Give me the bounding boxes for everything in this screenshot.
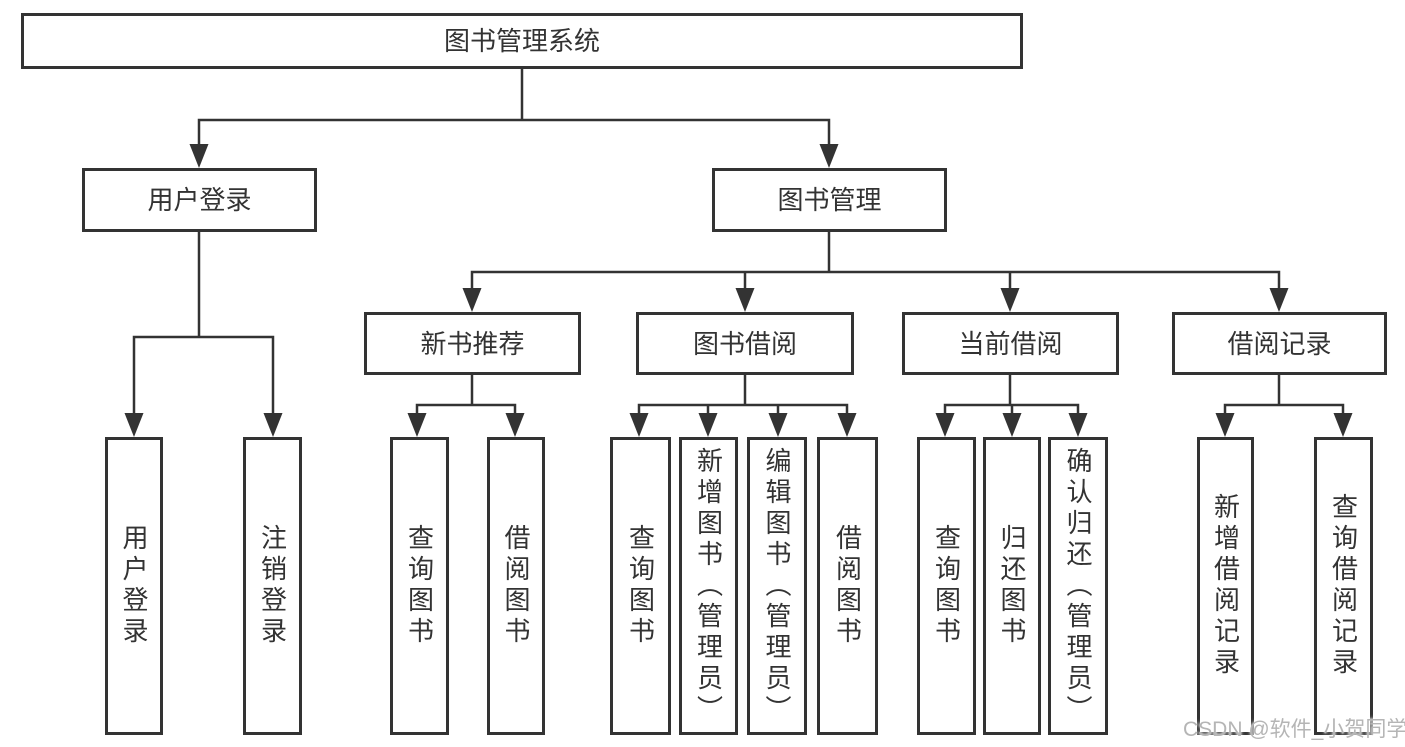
connector-user-login-to-leaves	[132, 228, 275, 427]
leaf-borrow-add-book: 新增图书（管理员）	[679, 437, 738, 735]
arrowhead-icon	[1333, 413, 1353, 437]
leaf-user-login-label: 用户登录	[119, 524, 149, 648]
leaf-borrow-edit-book: 编辑图书（管理员）	[747, 437, 807, 735]
node-borrow-records-label: 借阅记录	[1227, 328, 1332, 359]
leaf-new-books-borrow-label: 借阅图书	[501, 524, 531, 648]
leaf-new-books-borrow: 借阅图书	[487, 437, 545, 735]
leaf-logout: 注销登录	[243, 437, 302, 735]
arrowhead-icon	[735, 288, 755, 312]
arrowhead-icon	[698, 413, 718, 437]
arrowhead-icon	[1068, 413, 1088, 437]
arrowhead-icon	[768, 413, 788, 437]
arrowhead-icon	[462, 288, 482, 312]
node-user-login: 用户登录	[82, 168, 317, 232]
arrowhead-icon	[935, 413, 955, 437]
leaf-current-query: 查询图书	[917, 437, 976, 735]
leaf-borrow-book: 借阅图书	[817, 437, 878, 735]
leaf-logout-label: 注销登录	[257, 524, 288, 648]
leaf-current-query-label: 查询图书	[931, 524, 962, 648]
arrowhead-icon	[1000, 288, 1020, 312]
node-current-borrow-label: 当前借阅	[958, 328, 1063, 359]
arrowheads	[124, 144, 1353, 437]
leaf-borrow-book-label: 借阅图书	[832, 524, 863, 648]
leaf-borrow-add-book-label: 新增图书（管理员）	[693, 446, 724, 726]
arrowhead-icon	[1269, 288, 1289, 312]
leaf-confirm-return-label: 确认归还（管理员）	[1063, 446, 1093, 726]
arrowhead-icon	[1002, 413, 1022, 437]
node-new-books: 新书推荐	[364, 312, 581, 375]
leaf-user-login: 用户登录	[105, 437, 163, 735]
leaf-borrow-query: 查询图书	[610, 437, 671, 735]
arrowhead-icon	[407, 413, 427, 437]
node-new-books-label: 新书推荐	[420, 328, 525, 359]
arrowhead-icon	[263, 413, 283, 437]
node-book-borrow: 图书借阅	[636, 312, 854, 375]
connector-new-books-to-leaves	[415, 371, 517, 427]
node-current-borrow: 当前借阅	[902, 312, 1119, 375]
connector-book-mgmt-to-level3	[470, 228, 1281, 302]
csdn-watermark: CSDN @软件_小贺同学	[1183, 718, 1405, 741]
connector-borrow-records-to-leaves	[1223, 371, 1345, 427]
node-root-label: 图书管理系统	[443, 26, 600, 56]
arrowhead-icon	[1215, 413, 1235, 437]
connector-book-borrow-to-leaves	[637, 371, 849, 427]
connector-lines	[132, 64, 1345, 427]
node-book-management-label: 图书管理	[777, 185, 882, 215]
arrowhead-icon	[189, 144, 209, 168]
node-book-management: 图书管理	[712, 168, 947, 232]
leaf-return-book: 归还图书	[983, 437, 1041, 735]
arrowhead-icon	[837, 413, 857, 437]
node-book-borrow-label: 图书借阅	[692, 328, 797, 359]
leaf-new-books-query: 查询图书	[390, 437, 449, 735]
arrowhead-icon	[505, 413, 525, 437]
node-root: 图书管理系统	[21, 13, 1023, 69]
leaf-query-record: 查询借阅记录	[1314, 437, 1373, 735]
arrowhead-icon	[819, 144, 839, 168]
leaf-new-books-query-label: 查询图书	[404, 524, 435, 648]
leaf-add-record: 新增借阅记录	[1197, 437, 1254, 735]
leaf-return-book-label: 归还图书	[997, 524, 1027, 648]
node-borrow-records: 借阅记录	[1172, 312, 1387, 375]
connector-root-to-level2	[197, 64, 831, 158]
arrowhead-icon	[629, 413, 649, 437]
leaf-query-record-label: 查询借阅记录	[1328, 493, 1359, 679]
leaf-borrow-edit-book-label: 编辑图书（管理员）	[762, 446, 792, 726]
arrowhead-icon	[124, 413, 144, 437]
leaf-add-record-label: 新增借阅记录	[1210, 493, 1241, 679]
node-user-login-label: 用户登录	[147, 185, 252, 215]
leaf-borrow-query-label: 查询图书	[625, 524, 656, 648]
leaf-confirm-return: 确认归还（管理员）	[1048, 437, 1108, 735]
